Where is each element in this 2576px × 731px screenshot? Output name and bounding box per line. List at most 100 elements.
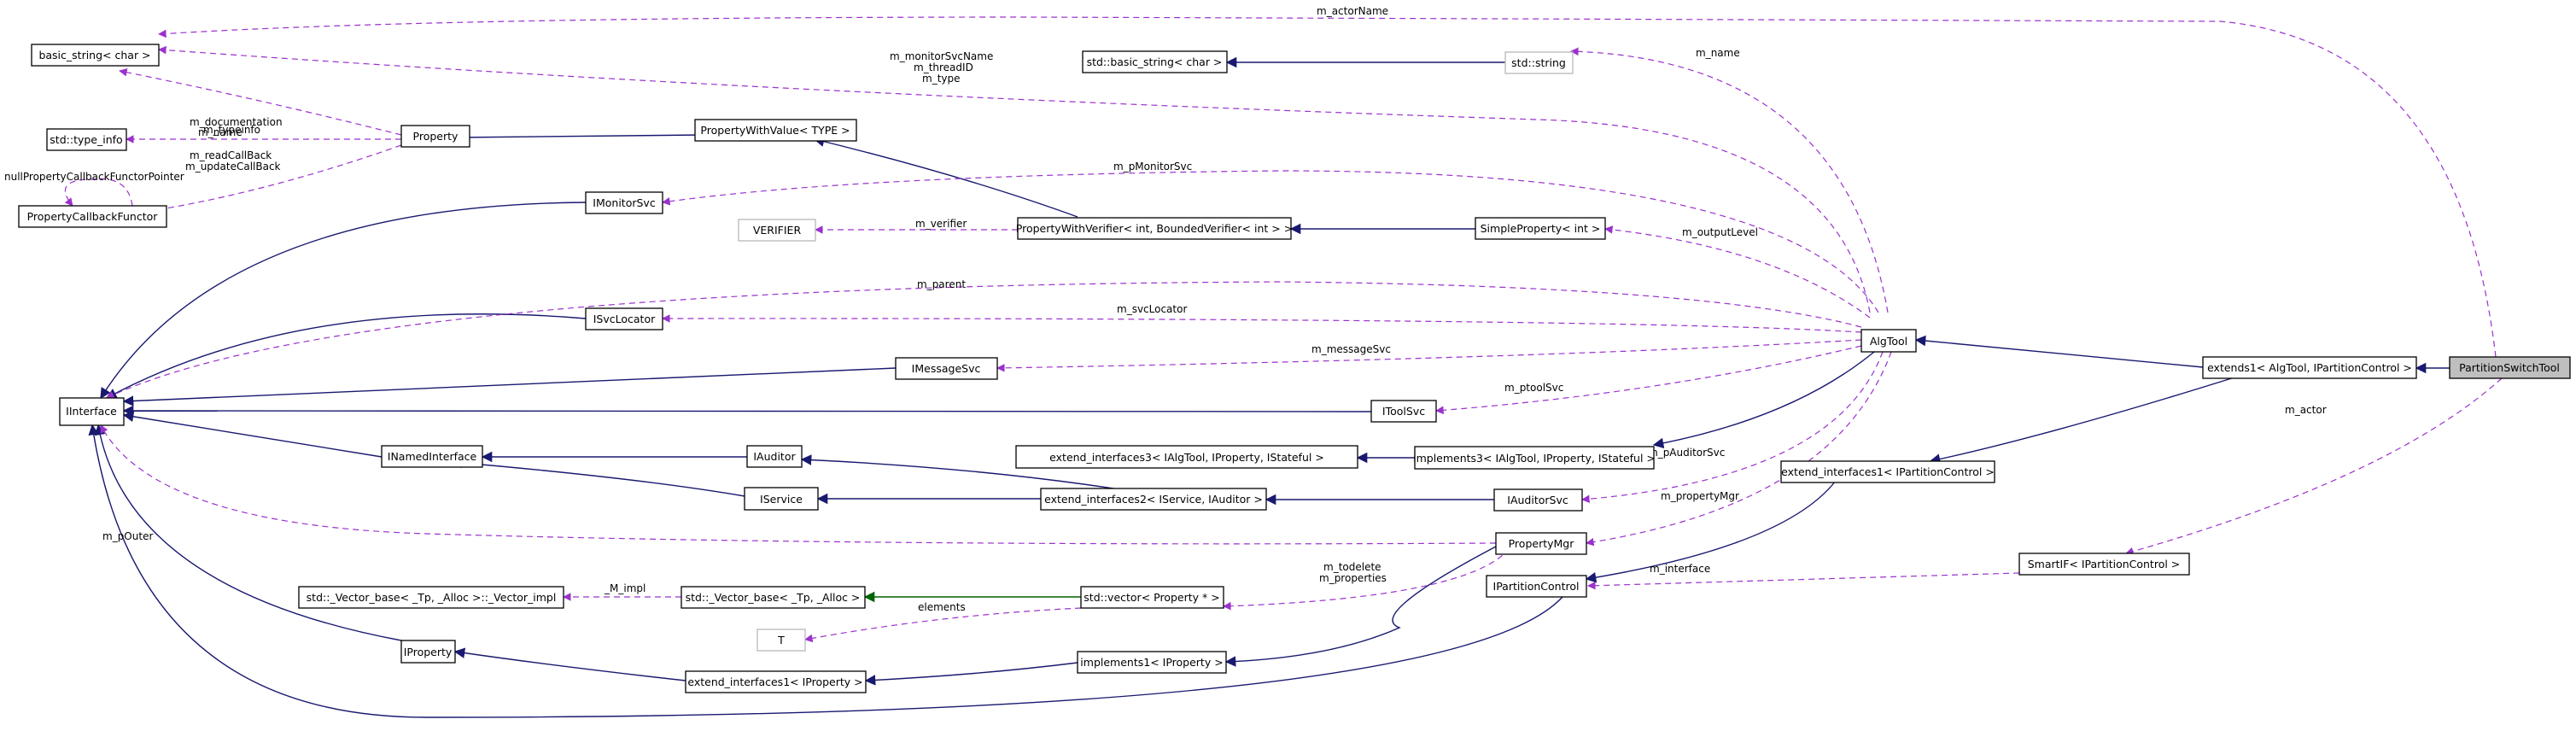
node-label: std::string: [1511, 56, 1566, 69]
edge-nullpropcallback: [64, 178, 133, 207]
node-property-mgr[interactable]: PropertyMgr: [1495, 532, 1587, 555]
label-m-thread-id: m_threadID: [914, 61, 973, 73]
label-m-name-top: m_name: [1696, 47, 1740, 59]
label-m-actor-name: m_actorName: [1317, 5, 1388, 17]
node-isvc-locator[interactable]: ISvcLocator: [585, 307, 663, 330]
edge-pauditorsvc: [1581, 351, 1884, 504]
node-label: std::_Vector_base< _Tp, _Alloc >: [686, 591, 861, 604]
node-label: SmartIF< IPartitionControl >: [2028, 558, 2181, 570]
node-iproperty[interactable]: IProperty: [400, 640, 456, 664]
label-m-parent: m_parent: [917, 278, 966, 290]
node-label: extend_interfaces1< IPartitionControl >: [1781, 465, 1995, 478]
node-std-basic-string[interactable]: std::basic_string< char >: [1082, 50, 1228, 73]
edge-pouter: [100, 424, 1497, 545]
edge-imessagesvc-to-iinterface: [122, 367, 897, 406]
edge-extendif1ip-to-iproperty: [453, 647, 686, 681]
node-label: PropertyMgr: [1509, 537, 1575, 550]
node-property-with-verifier[interactable]: PropertyWithVerifier< int, BoundedVerifi…: [1016, 217, 1293, 240]
edge-ipartitioncontrol-to-iinterface: [88, 424, 1563, 718]
label-m-property-mgr: m_propertyMgr: [1661, 490, 1739, 502]
node-extend-interfaces1-ipc[interactable]: extend_interfaces1< IPartitionControl >: [1780, 460, 1995, 483]
node-smartif[interactable]: SmartIF< IPartitionControl >: [2018, 553, 2190, 576]
edge-documentation: [119, 67, 402, 136]
label-m-impl: _M_impl: [604, 582, 645, 594]
node-property-callback-functor[interactable]: PropertyCallbackFunctor: [18, 205, 167, 228]
node-extend-interfaces1-ip[interactable]: extend_interfaces1< IProperty >: [685, 670, 867, 693]
node-basic-string[interactable]: basic_string< char >: [31, 44, 160, 67]
node-label: extend_interfaces3< IAlgTool, IProperty,…: [1049, 451, 1324, 464]
label-m-pouter: m_pOuter: [102, 530, 153, 542]
node-partition-switch-tool[interactable]: PartitionSwitchTool: [2449, 356, 2571, 379]
edge-iservice-to-inamedinterface: [451, 457, 745, 497]
node-label: basic_string< char >: [38, 49, 150, 61]
node-iservice[interactable]: IService: [744, 487, 819, 511]
edge-pmonitorsvc: [662, 170, 1879, 313]
node-label: Property: [413, 130, 459, 143]
node-std-string[interactable]: std::string: [1504, 51, 1574, 74]
node-label: implements3< IAlgTool, IProperty, IState…: [1413, 452, 1656, 465]
edge-itoolsvc-to-iinterface: [122, 405, 1372, 417]
node-extends1[interactable]: extends1< AlgTool, IPartitionControl >: [2202, 356, 2417, 379]
edge-messagesvc: [996, 339, 1862, 372]
node-inamed-interface[interactable]: INamedInterface: [381, 445, 483, 468]
edge-extends1-to-algtool: [1914, 335, 2204, 368]
node-imessage-svc[interactable]: IMessageSvc: [895, 357, 998, 380]
node-label: PropertyWithValue< TYPE >: [700, 124, 850, 137]
node-label: IMessageSvc: [912, 362, 981, 375]
label-m-name-prop: m_name: [198, 126, 242, 138]
node-label: std::type_info: [50, 133, 122, 146]
node-property-with-value[interactable]: PropertyWithValue< TYPE >: [694, 119, 857, 142]
edge-property-to-propertywithvalue: [454, 132, 703, 143]
node-std-vector[interactable]: std::vector< Property * >: [1080, 586, 1224, 609]
node-iinterface[interactable]: IInterface: [59, 397, 125, 426]
node-t[interactable]: T: [756, 629, 806, 652]
edge-svclocator: [662, 314, 1862, 333]
node-implements3[interactable]: implements3< IAlgTool, IProperty, IState…: [1413, 446, 1656, 470]
label-null-prop-cb: nullPropertyCallbackFunctorPointer: [4, 171, 184, 183]
label-m-update-callback: m_updateCallBack: [185, 161, 281, 173]
node-itool-svc[interactable]: IToolSvc: [1370, 400, 1437, 423]
node-vector-impl[interactable]: std::_Vector_base< _Tp, _Alloc >::_Vecto…: [298, 586, 564, 609]
label-m-monitor-svc-name: m_monitorSvcName: [890, 50, 993, 62]
node-vector-base[interactable]: std::_Vector_base< _Tp, _Alloc >: [681, 586, 866, 609]
node-extend-interfaces2[interactable]: extend_interfaces2< IService, IAuditor >: [1040, 488, 1267, 511]
node-type-info[interactable]: std::type_info: [46, 128, 127, 151]
usage-edges: [64, 16, 2503, 643]
edge-implements1-to-extendif1ip: [864, 662, 1078, 686]
node-label: VERIFIER: [753, 224, 802, 237]
edge-algtool-to-implements3: [1652, 351, 1875, 449]
node-iauditor-svc[interactable]: IAuditorSvc: [1493, 488, 1583, 512]
node-label: IPartitionControl: [1493, 580, 1580, 593]
node-simple-property[interactable]: SimpleProperty< int >: [1475, 217, 1606, 240]
label-m-output-level: m_outputLevel: [1682, 226, 1758, 238]
label-m-read-callback: m_readCallBack: [190, 149, 272, 161]
edge-extendif1ipc-to-ipartitioncontrol: [1585, 480, 1837, 583]
node-label: IInterface: [66, 405, 117, 418]
label-m-type: m_type: [922, 73, 961, 85]
edge-parent: [106, 281, 1862, 399]
edge-propertymgr-to-implements1: [1224, 546, 1497, 667]
node-alg-tool[interactable]: AlgTool: [1860, 329, 1917, 353]
node-ipartition-control[interactable]: IPartitionControl: [1486, 575, 1587, 598]
edge-actor: [2125, 377, 2503, 556]
node-label: AlgTool: [1870, 335, 1907, 348]
edge-extends1-to-extendif1ipc: [1929, 376, 2238, 465]
node-label: std::basic_string< char >: [1087, 56, 1223, 68]
node-label: ISvcLocator: [593, 313, 656, 325]
edge-iproperty-to-iinterface: [94, 424, 402, 641]
node-label: INamedInterface: [388, 450, 477, 463]
node-implements1[interactable]: implements1< IProperty >: [1077, 651, 1227, 674]
edge-extendif2-to-iauditor: [800, 454, 1125, 491]
node-iauditor[interactable]: IAuditor: [746, 445, 803, 468]
label-m-documentation: m_documentation: [190, 116, 283, 128]
node-label: extends1< AlgTool, IPartitionControl >: [2207, 361, 2412, 374]
nodes: basic_string< char > std::type_info Prop…: [18, 44, 2571, 693]
node-verifier[interactable]: VERIFIER: [738, 219, 816, 242]
node-imonitor-svc[interactable]: IMonitorSvc: [585, 191, 663, 214]
node-label: extend_interfaces2< IService, IAuditor >: [1044, 493, 1263, 506]
node-extend-interfaces3[interactable]: extend_interfaces3< IAlgTool, IProperty,…: [1015, 445, 1358, 469]
label-m-properties: m_properties: [1319, 572, 1387, 584]
node-label: extend_interfaces1< IProperty >: [687, 675, 862, 688]
edge-labels: m_actorName m_monitorSvcName m_threadID …: [4, 5, 2327, 613]
node-property[interactable]: Property: [400, 125, 470, 148]
